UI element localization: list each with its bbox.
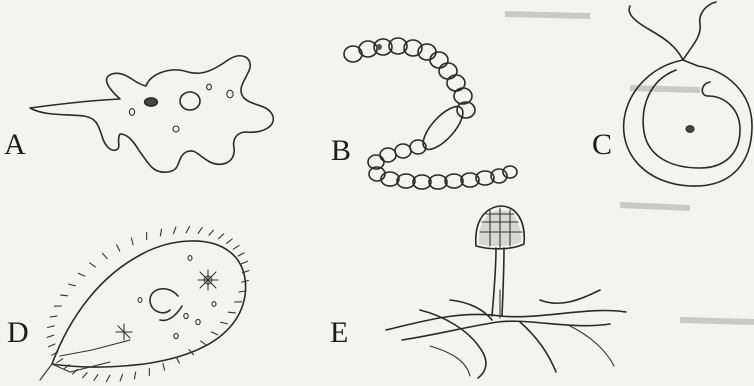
cilium [160,229,161,236]
label-d: D [7,318,29,348]
ciliate-cell-drawing [40,227,249,382]
fungus-sporangium-drawing [386,206,626,378]
cilium [209,230,214,235]
cilium [227,239,233,243]
label-b: B [331,136,351,166]
cilium [47,335,54,337]
flagellate-cell-drawing [624,2,752,186]
cilium [238,253,244,256]
label-e: E [330,318,348,348]
cilium [78,273,84,276]
cilium [48,326,55,328]
cilium [90,263,96,267]
cilium [117,245,120,251]
cilium [57,359,63,363]
cilium [103,253,108,258]
cilium [135,372,136,379]
cilium [83,373,88,378]
cilia [47,227,249,382]
cilium [201,341,207,345]
cilium [186,227,189,233]
cilium [228,312,235,313]
cilium [174,227,176,234]
cilium [61,295,68,296]
cilium [120,374,122,381]
cilium [242,281,249,283]
cilium [107,375,110,381]
cilium [69,284,76,286]
bead-chain-filament-drawing [344,38,517,189]
cilium [198,228,202,234]
cilium [233,245,239,249]
cilium [219,234,224,239]
cilium [176,357,179,363]
cilium [221,322,228,324]
background-bleed-through [505,14,754,322]
label-a: A [4,130,26,160]
cilium [50,316,57,317]
amoeba-drawing [30,56,273,172]
cilium [49,344,55,347]
cilium [211,332,217,335]
cilium [163,363,165,370]
cilium [241,261,247,264]
label-c: C [592,130,612,160]
cilium [94,375,98,381]
cilium [131,238,133,245]
